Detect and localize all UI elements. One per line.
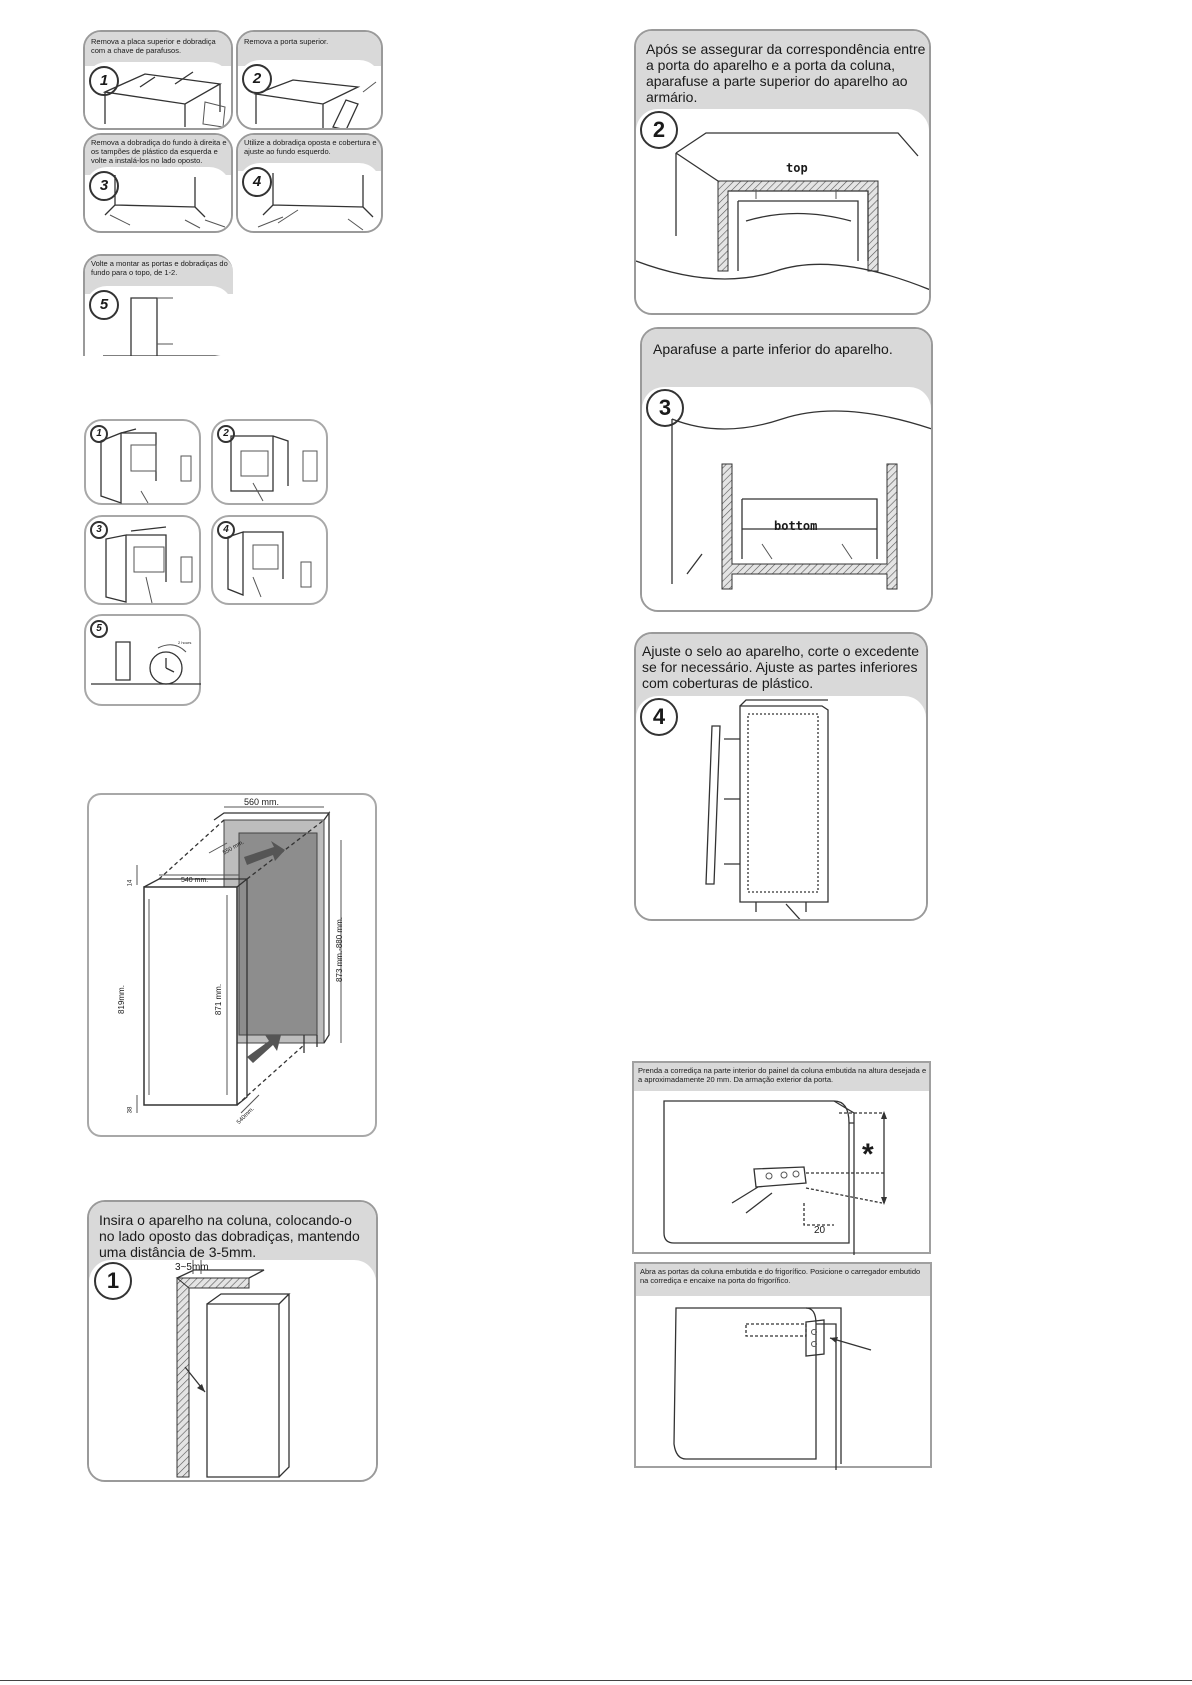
mount-bottom-text: Aparafuse a parte inferior do aparelho. [653, 341, 893, 357]
seal-number: 4 [640, 698, 678, 736]
reverse-step-3-card: Remova a dobradiça do fundo à direita e … [83, 133, 233, 233]
dim-appliance-height: 819mm. [116, 985, 126, 1014]
refit-handle-drawing [227, 531, 312, 598]
reverse-step-3-text: Remova a dobradiça do fundo à direita e … [91, 138, 227, 165]
adjust-step-5-number: 5 [90, 620, 108, 638]
reverse-step-2-card: Remova a porta superior. 2 [236, 30, 383, 130]
slide-engage-text: Abra as portas da coluna embutida e do f… [640, 1267, 921, 1285]
footer-rule [0, 1680, 1192, 1681]
remove-top-plate-drawing [102, 71, 226, 128]
remove-door-drawing [253, 79, 377, 128]
reverse-step-5-number: 5 [89, 290, 119, 320]
adjust-step-4-number: 4 [217, 521, 235, 539]
remove-handle-drawing [230, 435, 318, 502]
mount-top-drawing [636, 132, 929, 291]
reverse-step-3-number: 3 [89, 171, 119, 201]
two-hours-label: 2 hours [178, 640, 192, 645]
insert-appliance-card: Insira o aparelho na coluna, colocando-o… [87, 1200, 378, 1482]
slide-engage-card: Abra as portas da coluna embutida e do f… [634, 1262, 932, 1470]
fit-opposite-hinge-drawing [257, 173, 374, 231]
dim-top-gap: 14 [127, 879, 134, 887]
height-star: * [862, 1138, 874, 1171]
adjust-step-1-number: 1 [90, 425, 108, 443]
dim-inner-height: 871 mm. [214, 983, 224, 1016]
dimensions-card: 560 mm. 550 mm. 540 mm. 14 819mm. 871 mm… [87, 793, 377, 1137]
insert-appliance-drawing [175, 1260, 291, 1478]
reverse-step-1-card: Remova a placa superior e dobradiça com … [83, 30, 233, 130]
insert-appliance-text: Insira o aparelho na coluna, colocando-o… [99, 1212, 360, 1260]
move-bottom-hinge-drawing [104, 175, 226, 229]
gap-label: 3~5mm [175, 1262, 209, 1273]
mount-bottom-drawing [671, 410, 931, 590]
slide-engage-drawing [673, 1307, 872, 1470]
installation-dimensions-drawing [136, 806, 342, 1114]
reverse-step-1-text: Remova a placa superior e dobradiça com … [91, 37, 216, 55]
bottom-label: bottom [774, 519, 818, 533]
top-label: top [786, 161, 808, 175]
slide-fixing-text: Prenda a corrediça na parte interior do … [638, 1066, 927, 1084]
seal-drawing [705, 699, 829, 919]
seal-text: Ajuste o selo ao aparelho, corte o exced… [642, 643, 920, 691]
mount-top-number: 2 [640, 111, 678, 149]
reverse-step-4-card: Utilize a dobradiça oposta e cobertura e… [236, 133, 383, 233]
distance-20-label: 20 [814, 1225, 826, 1236]
adjust-step-4: 4 [211, 515, 328, 605]
reverse-handle-drawing [105, 526, 193, 604]
open-door-drawing [100, 428, 192, 504]
adjust-step-3-number: 3 [90, 521, 108, 539]
reverse-step-1-number: 1 [89, 66, 119, 96]
reverse-step-4-number: 4 [242, 167, 272, 197]
reverse-step-5-card: Volte a montar as portas e dobradiças do… [83, 254, 233, 356]
reverse-step-4-text: Utilize a dobradiça oposta e cobertura e… [244, 138, 377, 156]
dim-niche-height: 873 mm.-880 mm. [334, 917, 344, 982]
wait-two-hours-drawing [91, 641, 201, 685]
adjust-step-1: 1 [84, 419, 201, 505]
mount-bottom-card: Aparafuse a parte inferior do aparelho. … [640, 327, 933, 612]
dim-appliance-width: 540 mm. [181, 877, 209, 884]
adjust-step-2: 2 [211, 419, 328, 505]
dim-top-width: 560 mm. [244, 797, 280, 807]
reassemble-doors-drawing [103, 297, 233, 356]
reverse-step-5-text: Volte a montar as portas e dobradiças do… [91, 259, 228, 277]
mount-top-text: Após se assegurar da correspondência ent… [646, 41, 926, 105]
slide-fixing-card: Prenda a corrediça na parte interior do … [632, 1061, 931, 1255]
adjust-step-3: 3 [84, 515, 201, 605]
reverse-step-2-text: Remova a porta superior. [244, 37, 329, 46]
seal-card: Ajuste o selo ao aparelho, corte o exced… [634, 632, 928, 921]
insert-appliance-number: 1 [94, 1262, 132, 1300]
adjust-step-5: 5 2 hours [84, 614, 201, 706]
dim-bottom-gap: 38 [127, 1106, 134, 1114]
reverse-step-2-number: 2 [242, 64, 272, 94]
slide-fixing-drawing [663, 1100, 887, 1255]
mount-top-card: Após se assegurar da correspondência ent… [634, 29, 931, 315]
